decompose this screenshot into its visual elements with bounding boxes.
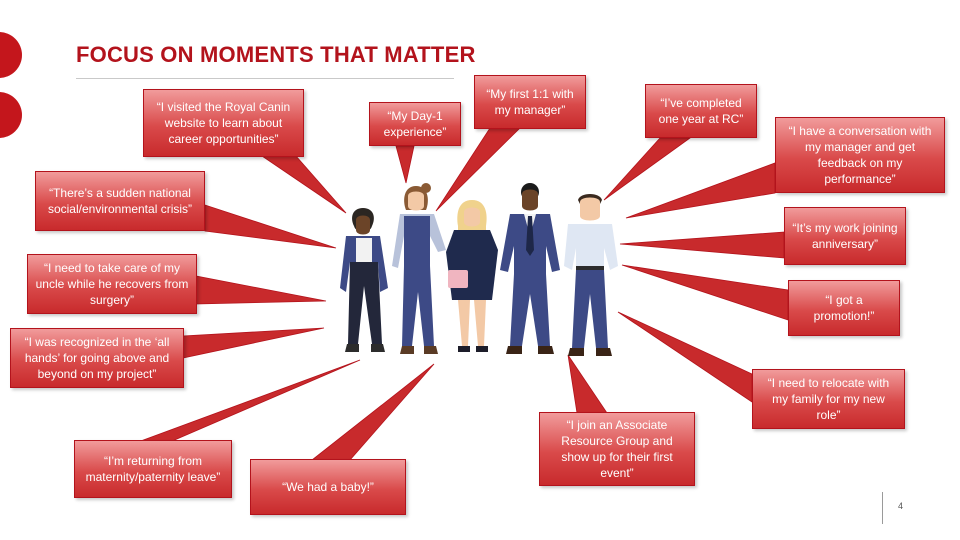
callout-national-crisis: “There’s a sudden national social/enviro… bbox=[35, 171, 205, 231]
title-underline bbox=[76, 78, 454, 79]
callout-text: “I join an Associate Resource Group and … bbox=[561, 418, 673, 480]
pointer-one-year-at-rc bbox=[603, 137, 692, 201]
callout-had-a-baby: “We had a baby!” bbox=[250, 459, 406, 515]
callout-one-year-at-rc: “I’ve completed one year at RC” bbox=[645, 84, 757, 138]
callout-text: “I have a conversation with my manager a… bbox=[788, 124, 932, 186]
callout-text: “I’ve completed one year at RC” bbox=[658, 96, 744, 126]
pointer-relocate-family bbox=[617, 311, 753, 403]
person-2 bbox=[392, 183, 446, 354]
page-number-divider bbox=[882, 492, 883, 524]
person-3 bbox=[446, 200, 498, 352]
page-number: 4 bbox=[898, 501, 904, 511]
slide-tab-top bbox=[0, 32, 22, 78]
callout-text: “My first 1:1 with my manager” bbox=[486, 87, 574, 117]
pointer-had-a-baby bbox=[310, 363, 435, 461]
callout-work-anniversary: “It’s my work joining anniversary” bbox=[784, 207, 906, 265]
pointer-promotion bbox=[621, 264, 789, 321]
person-4 bbox=[500, 183, 560, 354]
callout-text: “My Day-1 experience” bbox=[383, 109, 447, 139]
callout-text: “I need to take care of my uncle while h… bbox=[35, 261, 189, 307]
callout-text: “I got a promotion!” bbox=[813, 293, 875, 323]
pointer-care-for-uncle bbox=[195, 275, 327, 305]
slide-tab-bottom bbox=[0, 92, 22, 138]
people-group-illustration bbox=[340, 183, 618, 356]
callout-text: “We had a baby!” bbox=[282, 480, 374, 494]
slide-title: FOCUS ON MOMENTS THAT MATTER bbox=[76, 42, 476, 67]
person-5 bbox=[564, 194, 618, 356]
callout-first-one-on-one: “My first 1:1 with my manager” bbox=[474, 75, 586, 129]
callout-text: “I’m returning from maternity/paternity … bbox=[85, 454, 221, 484]
pointer-conversation-with-manager bbox=[625, 162, 776, 219]
pointer-national-crisis bbox=[204, 204, 337, 249]
callout-conversation-with-manager: “I have a conversation with my manager a… bbox=[775, 117, 945, 193]
callout-text: “I need to relocate with my family for m… bbox=[767, 376, 890, 422]
callout-text: “I was recognized in the ‘all hands’ for… bbox=[24, 335, 170, 381]
pointer-all-hands-recognition bbox=[182, 327, 325, 359]
callout-royal-canin-website: “I visited the Royal Canin website to le… bbox=[143, 89, 304, 157]
pointer-work-anniversary bbox=[619, 231, 785, 259]
pointer-day-1-experience bbox=[395, 145, 415, 184]
callout-care-for-uncle: “I need to take care of my uncle while h… bbox=[27, 254, 197, 314]
pointer-associate-resource-group bbox=[567, 354, 608, 414]
person-1 bbox=[340, 208, 388, 352]
callout-text: “It’s my work joining anniversary” bbox=[792, 221, 898, 251]
callout-all-hands-recognition: “I was recognized in the ‘all hands’ for… bbox=[10, 328, 184, 388]
callout-promotion: “I got a promotion!” bbox=[788, 280, 900, 336]
callout-text: “There’s a sudden national social/enviro… bbox=[47, 186, 193, 216]
callout-relocate-family: “I need to relocate with my family for m… bbox=[752, 369, 905, 429]
pointer-royal-canin-website bbox=[260, 155, 347, 214]
callout-parental-leave: “I’m returning from maternity/paternity … bbox=[74, 440, 232, 498]
callout-associate-resource-group: “I join an Associate Resource Group and … bbox=[539, 412, 695, 486]
callout-day-1-experience: “My Day-1 experience” bbox=[369, 102, 461, 146]
callout-text: “I visited the Royal Canin website to le… bbox=[156, 100, 291, 146]
